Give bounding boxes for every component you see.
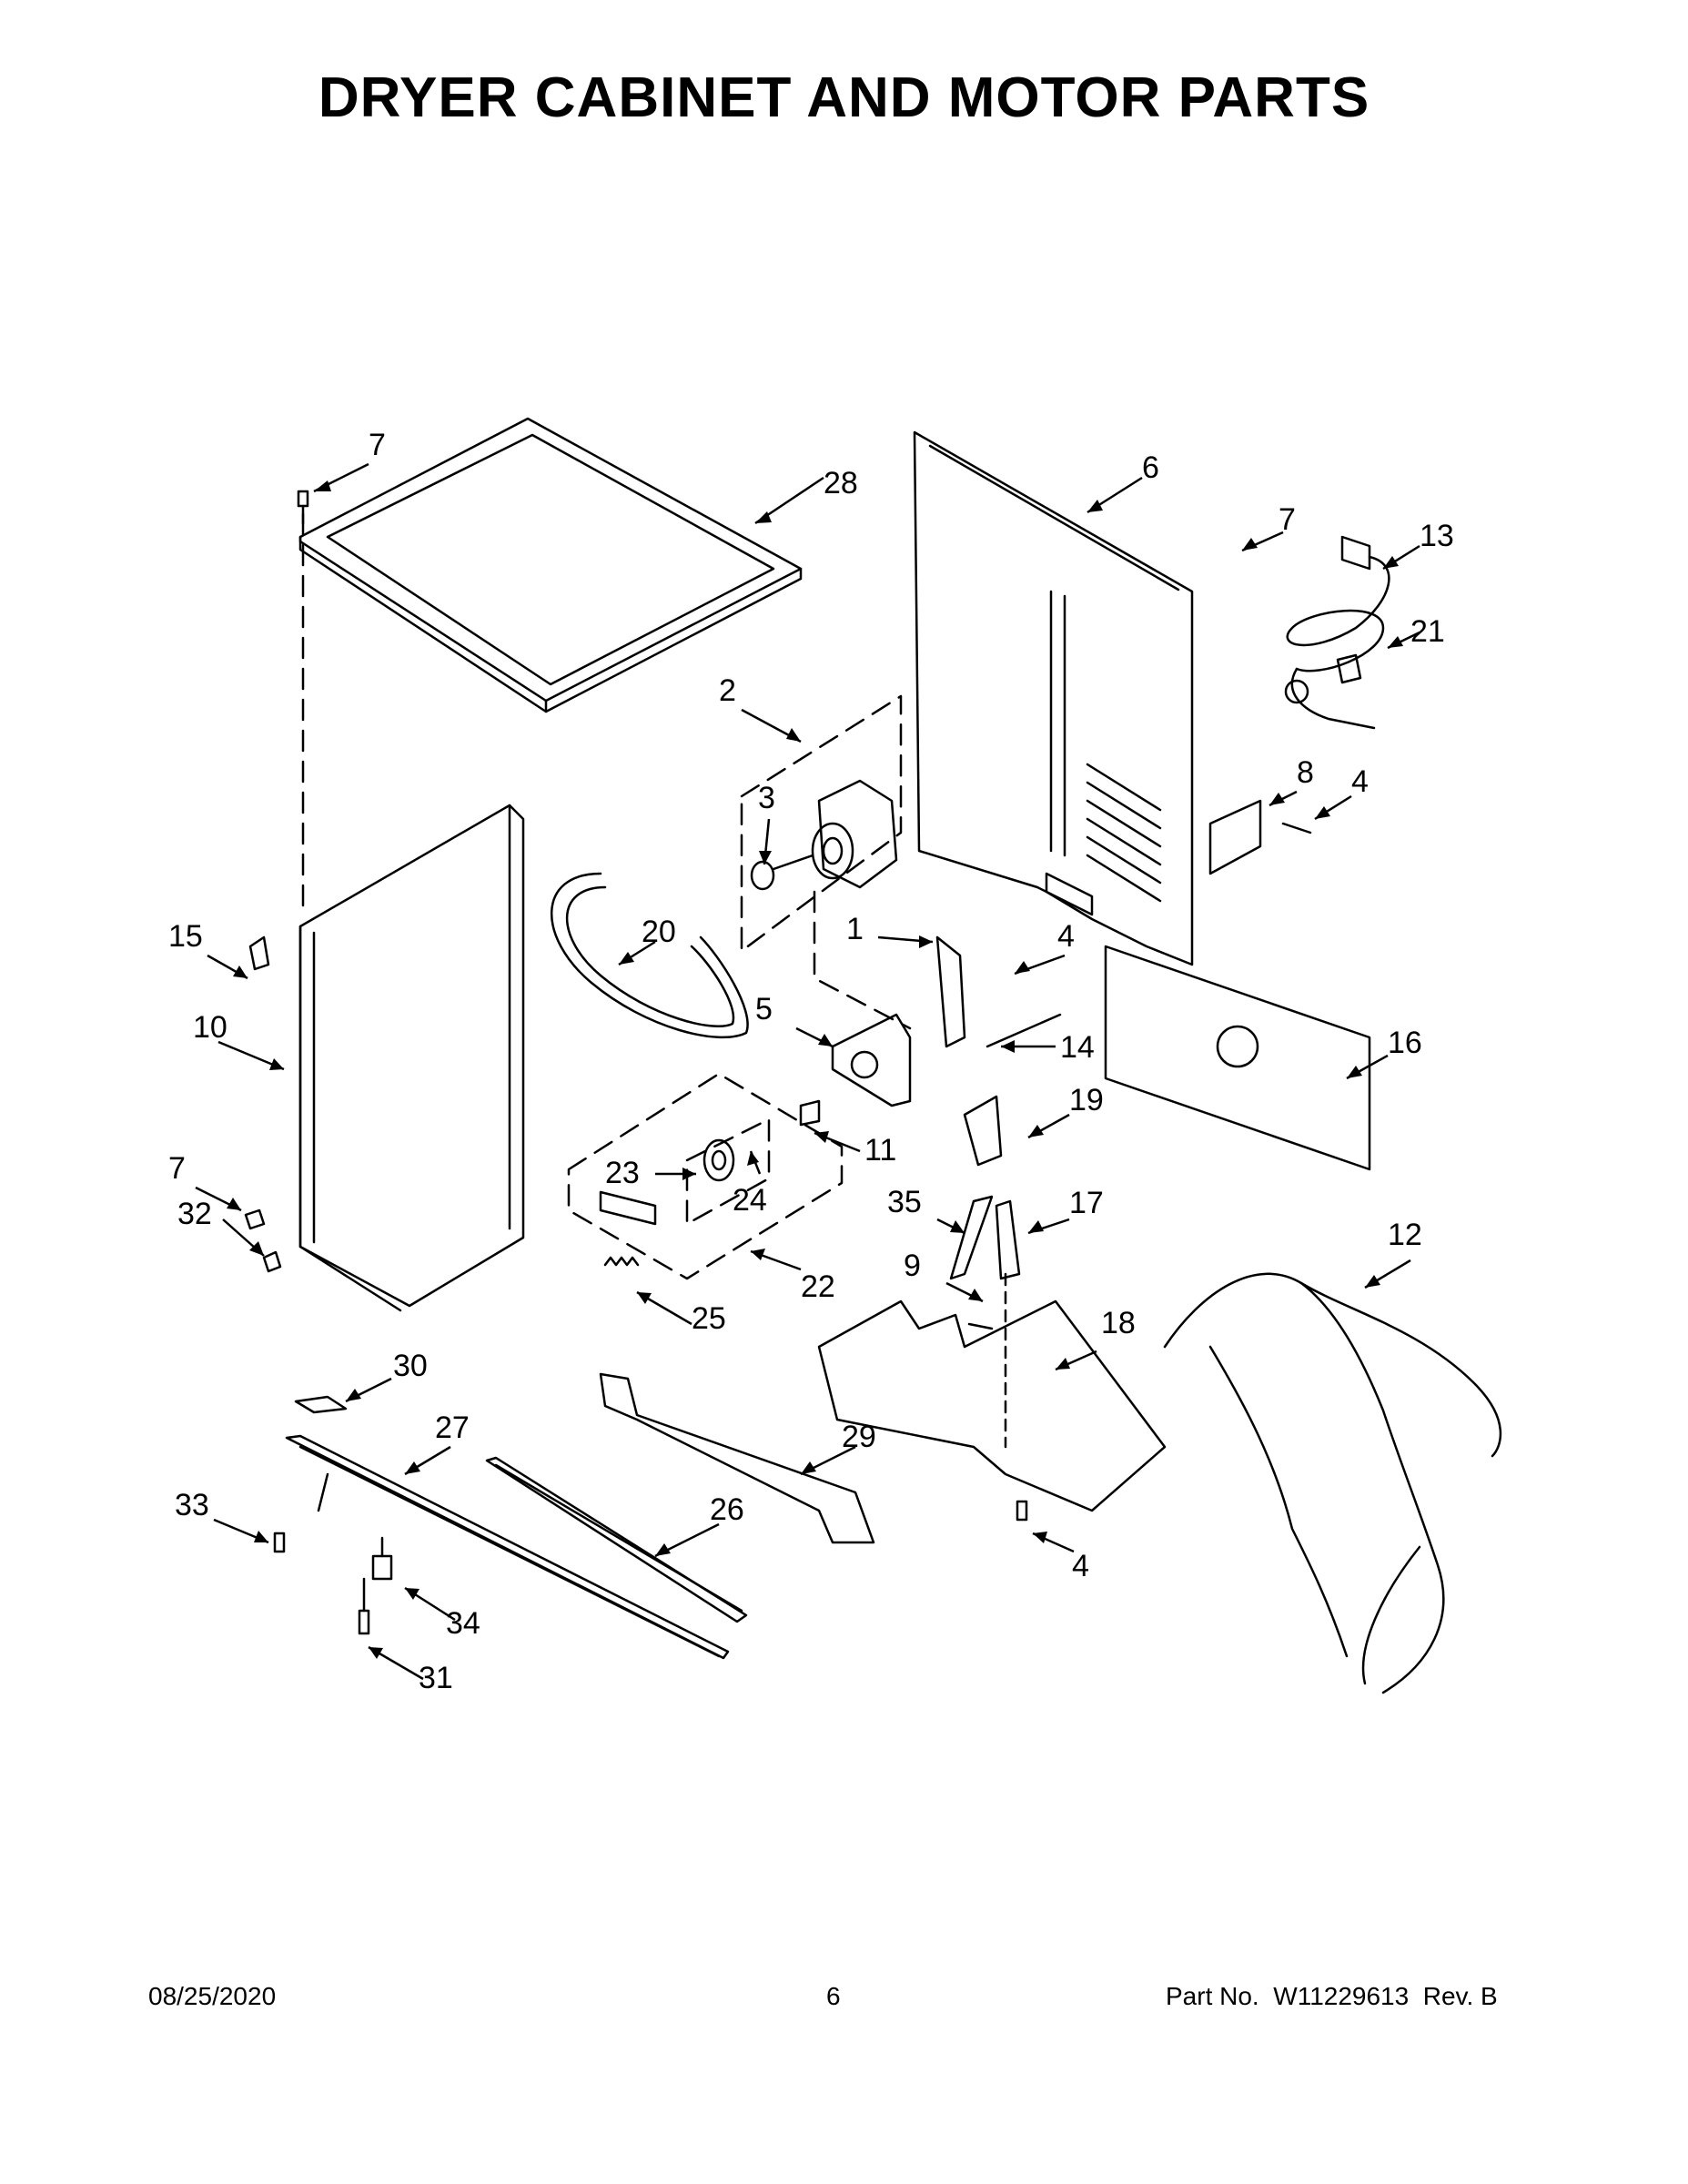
callout-label: 11 bbox=[864, 1133, 896, 1168]
callout-label: 31 bbox=[419, 1661, 453, 1695]
power-cord-drawing bbox=[1284, 535, 1390, 730]
callout-label: 21 bbox=[1410, 614, 1445, 649]
motor-mount-drawing bbox=[831, 935, 1062, 1107]
callout-label: 19 bbox=[1069, 1083, 1104, 1117]
callout-label: 35 bbox=[887, 1185, 922, 1219]
callout-label: 4 bbox=[1057, 919, 1075, 954]
motor-drawing bbox=[750, 779, 898, 891]
footer-page-number: 6 bbox=[826, 1982, 841, 2010]
arrow-heads bbox=[227, 480, 1403, 1659]
idler-pulley-drawing bbox=[599, 1099, 821, 1226]
part-label: Part No. bbox=[1166, 1982, 1259, 2010]
brace-29-drawing bbox=[599, 1372, 875, 1544]
callout-label: 4 bbox=[1351, 764, 1369, 799]
callout-label: 14 bbox=[1060, 1030, 1095, 1065]
brace-26-drawing bbox=[485, 1456, 748, 1623]
back-panel-drawing bbox=[913, 430, 1194, 966]
bracket-17-drawing bbox=[995, 1199, 1021, 1280]
rev-label: Rev. bbox=[1422, 1982, 1474, 2010]
base-drawing bbox=[817, 1272, 1167, 1512]
callout-label: 7 bbox=[369, 428, 386, 462]
callout-label: 18 bbox=[1101, 1306, 1136, 1340]
callout-label: 10 bbox=[193, 1010, 227, 1045]
callout-label: 29 bbox=[842, 1420, 876, 1454]
part-number: W11229613 bbox=[1273, 1982, 1410, 2010]
callout-label: 2 bbox=[719, 673, 736, 708]
top-panel-drawing bbox=[298, 417, 803, 713]
bracket-8-drawing bbox=[1208, 799, 1262, 875]
callout-label: 9 bbox=[904, 1249, 921, 1283]
callout-label: 17 bbox=[1069, 1186, 1104, 1220]
callout-label: 6 bbox=[1142, 450, 1159, 485]
page-title: DRYER CABINET AND MOTOR PARTS bbox=[318, 66, 1370, 129]
callout-label: 25 bbox=[692, 1301, 726, 1336]
callout-label: 27 bbox=[435, 1410, 470, 1445]
drive-belt-drawing bbox=[550, 872, 749, 1039]
callout-label: 23 bbox=[605, 1156, 640, 1190]
callout-label: 7 bbox=[1279, 502, 1296, 537]
wire-harness-drawing bbox=[1163, 1272, 1502, 1694]
footer-date: 08/25/2020 bbox=[148, 1982, 277, 2010]
callout-label: 22 bbox=[801, 1269, 835, 1304]
callout-label: 34 bbox=[446, 1606, 480, 1641]
callout-label: 20 bbox=[642, 915, 676, 949]
idler-assembly-box bbox=[567, 1072, 844, 1280]
callout-label: 7 bbox=[168, 1151, 186, 1186]
spring-drawing bbox=[603, 1256, 640, 1267]
strip-30-drawing bbox=[294, 1395, 348, 1414]
leader-arrows bbox=[195, 462, 1420, 1681]
callout-label: 15 bbox=[168, 919, 203, 954]
callout-label: 13 bbox=[1420, 519, 1454, 553]
callout-label: 3 bbox=[758, 781, 775, 815]
callout-label: 30 bbox=[393, 1349, 428, 1383]
footer-part-number: Part No. W11229613 Rev. B bbox=[1166, 1982, 1498, 2011]
strip-35-drawing bbox=[949, 1195, 994, 1280]
callout-label: 16 bbox=[1388, 1026, 1422, 1060]
front-brace-27-drawing bbox=[285, 1434, 730, 1660]
rev-value: B bbox=[1481, 1982, 1498, 2010]
callout-label: 8 bbox=[1297, 755, 1314, 790]
callout-label: 26 bbox=[710, 1492, 744, 1527]
side-panel-drawing bbox=[298, 804, 525, 1312]
callout-label: 28 bbox=[824, 466, 858, 500]
callout-label: 4 bbox=[1072, 1549, 1089, 1583]
screw-drawing bbox=[244, 935, 282, 1273]
callout-label: 5 bbox=[755, 992, 773, 1026]
callout-label: 32 bbox=[177, 1197, 212, 1231]
toe-panel-drawing bbox=[1104, 945, 1371, 1171]
screw-drawing bbox=[297, 490, 309, 525]
bracket-19-drawing bbox=[963, 1095, 1003, 1167]
leveling-foot-drawing bbox=[273, 1472, 1028, 1635]
motor-assembly-box bbox=[740, 694, 903, 953]
callout-label: 1 bbox=[846, 912, 864, 946]
callout-label: 24 bbox=[733, 1183, 767, 1218]
callout-label: 12 bbox=[1388, 1218, 1422, 1252]
callout-label: 33 bbox=[175, 1488, 209, 1522]
